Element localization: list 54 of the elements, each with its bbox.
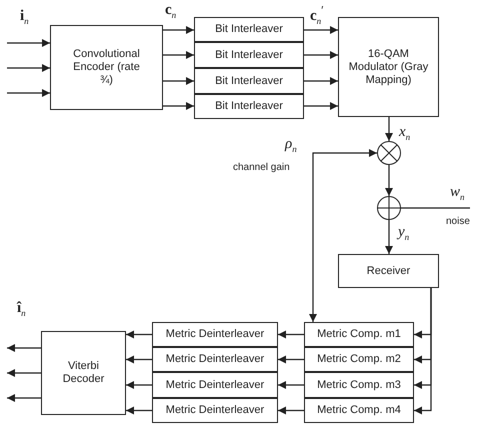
signal-label: w$_{n}$ (450, 184, 465, 204)
arrow (7, 394, 41, 402)
interleaver-box: Bit Interleaver (194, 94, 304, 119)
arrow (278, 381, 304, 389)
deinterleaver-box: Metric Deinterleaver (152, 372, 278, 398)
arrow (163, 77, 194, 85)
arrow (278, 330, 304, 338)
arrow (126, 356, 152, 364)
arrow (414, 288, 432, 414)
arrow (304, 51, 338, 59)
arrow (126, 406, 152, 414)
arrow (163, 102, 194, 110)
receiver-box: Receiver (338, 254, 439, 288)
arrow (7, 344, 41, 352)
metric-box: Metric Comp. m1 (304, 322, 414, 347)
signal-label: x$_{n}$ (399, 124, 410, 144)
arrow (278, 406, 304, 414)
arrow (7, 369, 41, 377)
arrow (304, 102, 338, 110)
interleaver-box: Bit Interleaver (194, 42, 304, 68)
decoder-box: Viterbi Decoder (41, 331, 126, 415)
signal-label: ρ$_{n}$ (285, 136, 297, 156)
arrow (126, 381, 152, 389)
arrow (278, 356, 304, 364)
arrow (7, 89, 50, 97)
arrow (7, 64, 50, 72)
arrow (163, 26, 194, 34)
encoder-box: Convolutional Encoder (rate ¾) (50, 25, 163, 110)
deinterleaver-box: Metric Deinterleaver (152, 322, 278, 347)
arrow (7, 39, 50, 47)
arrow (304, 26, 338, 34)
signal-label: c$_{n}$ (165, 2, 176, 22)
arrow (304, 77, 338, 85)
annotation: channel gain (233, 161, 290, 175)
signal-label: y$_{n}$ (398, 224, 410, 244)
arrow (163, 51, 194, 59)
deinterleaver-box: Metric Deinterleaver (152, 398, 278, 423)
arrow (309, 149, 377, 322)
arrow (126, 330, 152, 338)
interleaver-box: Bit Interleaver (194, 17, 304, 42)
arrow (385, 220, 393, 254)
signal-label: î$_{n}$ (17, 300, 26, 320)
deinterleaver-box: Metric Deinterleaver (152, 347, 278, 372)
metric-box: Metric Comp. m2 (304, 347, 414, 372)
metric-box: Metric Comp. m4 (304, 398, 414, 423)
annotation: noise (446, 215, 470, 229)
modulator-box: 16-QAM Modulator (Gray Mapping) (338, 17, 439, 117)
metric-box: Metric Comp. m3 (304, 372, 414, 398)
interleaver-box: Bit Interleaver (194, 68, 304, 94)
arrow (385, 165, 393, 196)
signal-label: i$_{n}$ (20, 8, 29, 28)
multiplier-symbol (377, 141, 401, 165)
arrow (385, 117, 393, 141)
adder-symbol (377, 196, 401, 220)
